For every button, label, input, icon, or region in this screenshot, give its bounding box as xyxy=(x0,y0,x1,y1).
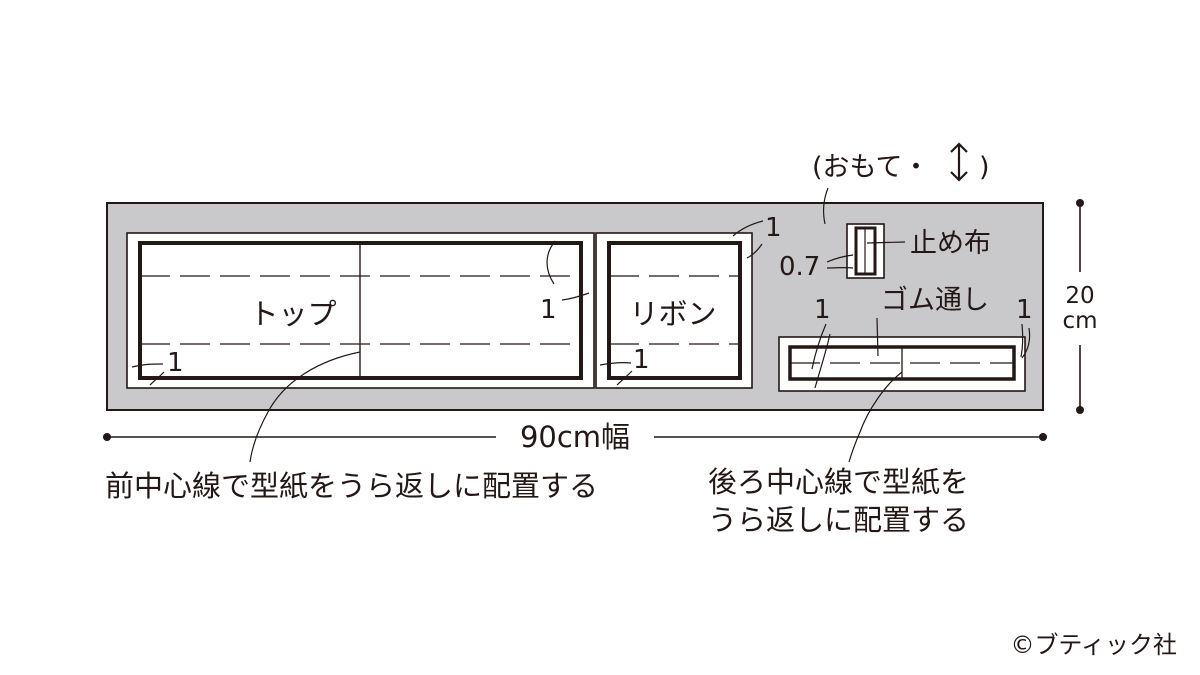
ribbon-piece-outline xyxy=(607,241,742,380)
stopper-allowance-label: 0.7 xyxy=(779,252,820,282)
casing-left-allowance-leader xyxy=(811,323,831,389)
casing-label: ゴム通し xyxy=(881,285,989,316)
stopper-label-leader xyxy=(866,241,906,244)
top-right-allowance-label: 1 xyxy=(540,295,557,325)
front-center-note-leader xyxy=(249,351,361,463)
top-bottom-left-allowance-label: 1 xyxy=(167,348,184,378)
up-down-arrow-icon xyxy=(950,142,968,182)
casing-label-leader xyxy=(876,317,879,357)
top-right-allowance-leader xyxy=(546,240,556,285)
height-dimension-endpoint-top xyxy=(1076,199,1084,207)
width-label: 90cm幅 xyxy=(520,420,630,454)
stopper-allowance-leader xyxy=(826,254,854,269)
width-dimension-endpoint-right xyxy=(1039,433,1047,441)
top-bottom-left-allowance-leader xyxy=(131,363,165,386)
back-center-note-leader xyxy=(848,371,903,463)
top-right-allowance-tick xyxy=(561,292,590,301)
height-unit: cm xyxy=(1062,308,1097,334)
back-center-note-line-1: 後ろ中心線で型紙を xyxy=(708,465,969,499)
casing-right-allowance-leader xyxy=(1020,323,1031,359)
ribbon-bottom-left-allowance-label: 1 xyxy=(633,345,650,375)
ribbon-piece-label: リボン xyxy=(629,297,716,331)
ribbon-top-right-allowance-leader xyxy=(732,220,764,259)
grain-side-note: (おもて・ xyxy=(812,152,929,183)
copyright-credit: ©ブティック社 xyxy=(1010,631,1177,659)
width-dimension-endpoint-left xyxy=(103,433,111,441)
back-center-note-line-2: うら返しに配置する xyxy=(708,503,969,537)
grain-side-note-close: ) xyxy=(979,152,990,183)
height-dimension-endpoint-bottom xyxy=(1076,406,1084,414)
casing-left-allowance-label: 1 xyxy=(814,295,831,325)
grain-note-leader xyxy=(822,187,829,225)
top-piece-label: トップ xyxy=(249,297,336,331)
ribbon-bottom-left-allowance-leader xyxy=(599,362,633,386)
ribbon-top-right-allowance-label: 1 xyxy=(765,213,782,243)
casing-right-allowance-label: 1 xyxy=(1016,295,1033,325)
height-value: 20 xyxy=(1065,283,1094,309)
front-center-note: 前中心線で型紙をうら返しに配置する xyxy=(105,469,598,503)
stopper-label: 止め布 xyxy=(910,228,991,259)
